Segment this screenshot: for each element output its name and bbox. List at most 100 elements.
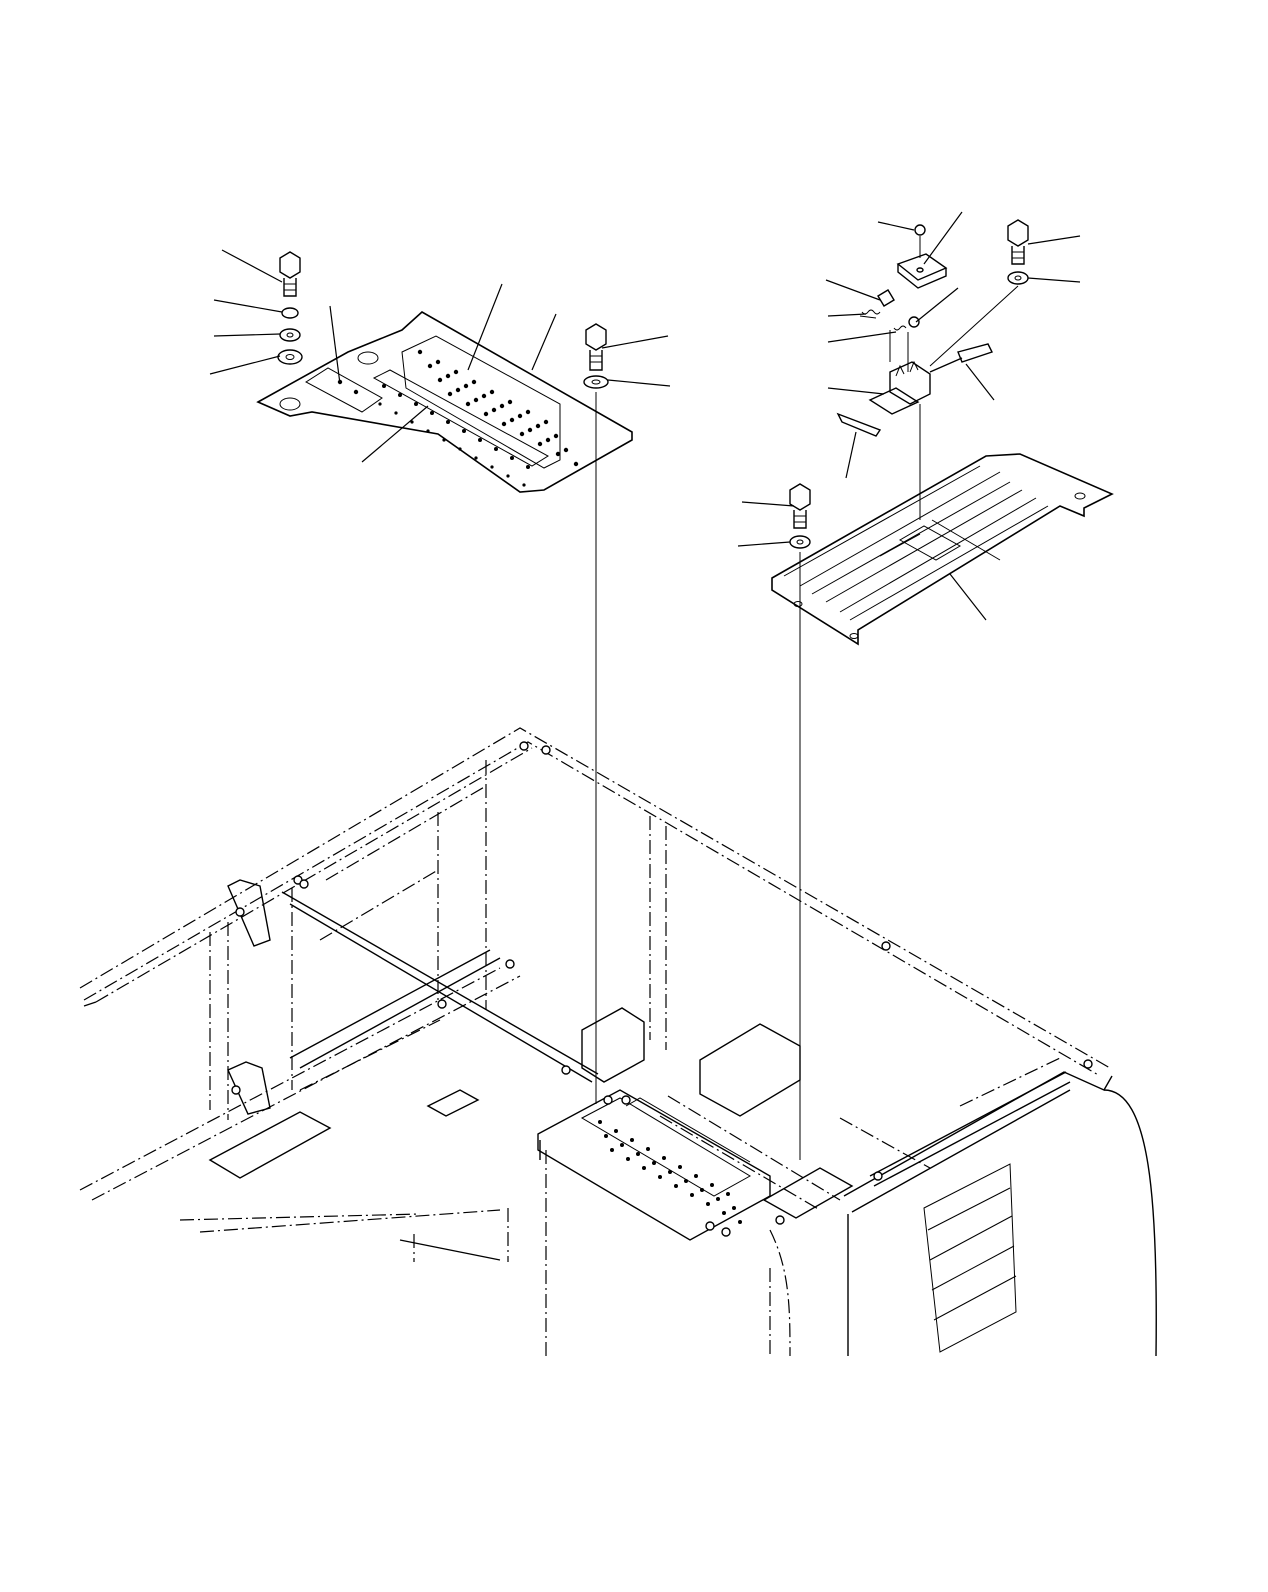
perforation-hole: [494, 447, 498, 451]
edge-hole: [410, 420, 414, 424]
right-assembly-lines: [799, 236, 1019, 1160]
perforation-hole: [509, 417, 515, 423]
perforation-hole: [427, 363, 433, 369]
perforation-hole: [563, 447, 569, 453]
perforation-hole: [573, 461, 579, 467]
right-leader-lines: [737, 211, 1081, 621]
frame-bolts: [231, 741, 1093, 1237]
perforation-hole: [678, 1165, 682, 1169]
perforation-hole: [507, 399, 513, 405]
edge-hole: [426, 429, 430, 433]
left-plate-perforations: [337, 349, 579, 487]
frame-bolt: [1083, 1059, 1093, 1069]
perforation-hole: [604, 1134, 608, 1138]
perforation-hole: [700, 1188, 704, 1192]
perforation-hole: [526, 465, 530, 469]
perforation-hole: [553, 433, 559, 439]
perforation-hole: [435, 359, 441, 365]
frame-bolt: [519, 741, 529, 751]
right-bolt-top: [1007, 219, 1029, 285]
perforation-hole: [684, 1179, 688, 1183]
perforation-hole: [646, 1147, 650, 1151]
left-bolt-2: [583, 323, 609, 389]
right-cover-grille: [771, 453, 1114, 646]
perforation-hole: [398, 393, 402, 397]
perforation-hole: [446, 420, 450, 424]
perforation-hole: [620, 1143, 624, 1147]
left-washer-set: [277, 307, 303, 365]
frame-bolt: [873, 1171, 883, 1181]
frame-bolt: [705, 1221, 715, 1231]
perforation-hole: [716, 1197, 720, 1201]
frame-bolt: [603, 1095, 613, 1105]
edge-hole: [458, 447, 462, 451]
perforation-hole: [706, 1202, 710, 1206]
perforation-hole: [658, 1175, 662, 1179]
frame-bolt: [299, 879, 309, 889]
perforation-hole: [471, 379, 477, 385]
perforation-hole: [545, 437, 551, 443]
perforation-hole: [598, 1120, 602, 1124]
perforation-hole: [535, 423, 541, 429]
edge-hole: [506, 474, 510, 478]
perforation-hole: [694, 1174, 698, 1178]
perforation-hole: [382, 384, 386, 388]
frame-bolt: [437, 999, 447, 1009]
perforation-hole: [463, 383, 469, 389]
perforation-hole: [473, 397, 479, 403]
perforation-hole: [630, 1138, 634, 1142]
perforation-hole: [447, 391, 453, 397]
edge-hole: [474, 456, 478, 460]
frame-bolt: [775, 1215, 785, 1225]
perforation-hole: [732, 1206, 736, 1210]
perforation-hole: [722, 1211, 726, 1215]
perforation-hole: [353, 389, 359, 395]
perforation-hole: [652, 1161, 656, 1165]
frame-bolt: [505, 959, 515, 969]
perforation-hole: [483, 411, 489, 417]
perforation-hole: [662, 1156, 666, 1160]
perforation-hole: [417, 349, 423, 355]
perforation-hole: [525, 409, 531, 415]
perforation-hole: [668, 1170, 672, 1174]
right-bolt-bottom: [789, 483, 811, 549]
frame-bolt: [235, 907, 245, 917]
edge-hole: [378, 402, 382, 406]
perforation-hole: [690, 1193, 694, 1197]
perforation-hole: [462, 429, 466, 433]
perforation-hole: [501, 421, 507, 427]
perforation-hole: [414, 402, 418, 406]
perforation-hole: [674, 1184, 678, 1188]
perforation-hole: [445, 373, 451, 379]
frame-bolt: [561, 1065, 571, 1075]
left-bolt-1: [279, 251, 301, 297]
step-perforations: [598, 1120, 742, 1224]
perforation-hole: [527, 427, 533, 433]
perforation-hole: [491, 407, 497, 413]
perforation-hole: [519, 431, 525, 437]
frame-bolt: [231, 1085, 241, 1095]
perforation-hole: [481, 393, 487, 399]
perforation-hole: [636, 1152, 640, 1156]
perforation-hole: [455, 387, 461, 393]
perforation-hole: [626, 1157, 630, 1161]
perforation-hole: [642, 1166, 646, 1170]
perforation-hole: [510, 456, 514, 460]
perforation-hole: [517, 413, 523, 419]
perforation-hole: [726, 1192, 730, 1196]
perforation-hole: [430, 411, 434, 415]
edge-hole: [490, 465, 494, 469]
perforation-hole: [489, 389, 495, 395]
perforation-hole: [555, 451, 561, 457]
perforation-hole: [499, 403, 505, 409]
frame-bolt: [621, 1095, 631, 1105]
edge-hole: [522, 483, 526, 487]
perforation-hole: [738, 1220, 742, 1224]
perforation-hole: [610, 1148, 614, 1152]
perforation-hole: [537, 441, 543, 447]
left-leader-lines: [209, 249, 671, 463]
machine-frame: [79, 727, 1157, 1357]
perforation-hole: [437, 377, 443, 383]
frame-bolt: [541, 745, 551, 755]
